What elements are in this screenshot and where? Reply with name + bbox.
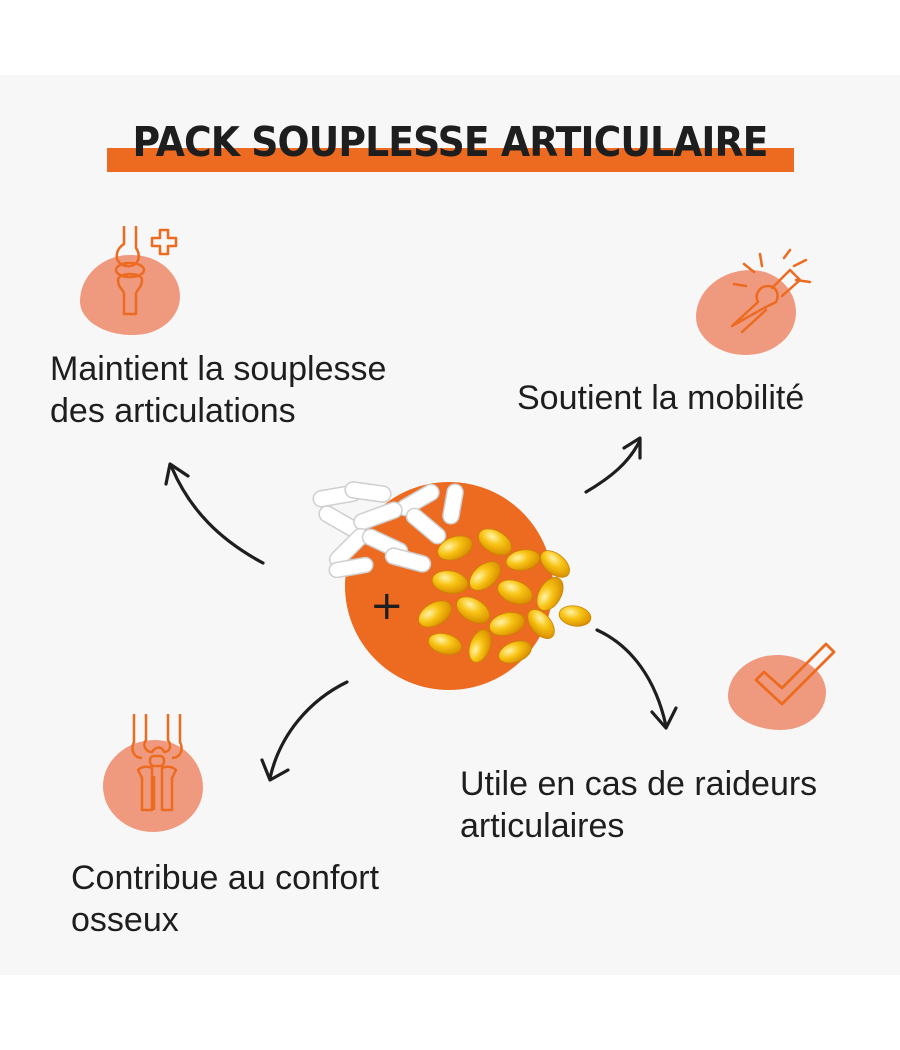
softgels-icon [418,528,592,664]
joint-plus-icon [114,226,178,316]
benefit-bone-line2: osseux [71,901,179,939]
benefit-stiffness-line1: Utile en cas de raideurs [460,765,818,803]
benefit-stiffness-line2: articulaires [460,807,625,845]
page-title: PACK SOUPLESSE ARTICULAIRE [132,118,768,166]
benefit-flexibility-line1: Maintient la souplesse [50,350,387,388]
benefit-flexibility-line2: des articulations [50,392,296,430]
title-underline [107,148,794,172]
knee-bones-icon [131,714,183,812]
benefit-flexibility: Maintient la souplesse des articulations [50,348,386,432]
stiffness-blob [728,655,826,730]
mobility-knee-icon [730,248,812,334]
plus-sign: + [370,583,404,629]
flexibility-blob [80,255,180,335]
benefit-mobility: Soutient la mobilité [517,377,804,419]
benefit-bone: Contribue au confort osseux [71,857,379,941]
benefit-mobility-line1: Soutient la mobilité [517,379,805,417]
checkmark-icon [754,642,836,706]
benefit-stiffness: Utile en cas de raideurs articulaires [460,763,817,847]
benefit-bone-line1: Contribue au confort [71,859,380,897]
capsules-icon [312,481,464,578]
